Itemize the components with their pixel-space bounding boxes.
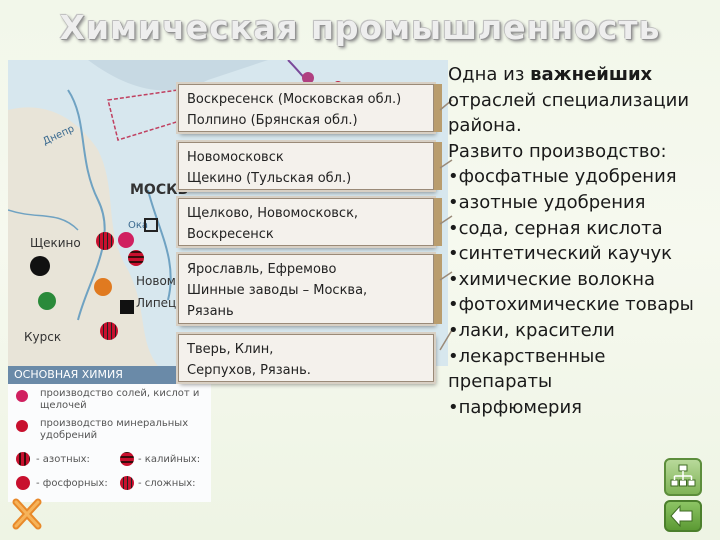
info-box-4-line-2: Шинные заводы – Москва, <box>187 283 368 298</box>
sitemap-icon <box>670 464 696 487</box>
info-box-2[interactable]: Новомосковск Щекино (Тульская обл.) <box>178 142 434 190</box>
info-box-4[interactable]: Ярославль, Ефремово Шинные заводы – Моск… <box>178 254 434 324</box>
info-box-2-line-2: Щекино (Тульская обл.) <box>187 171 352 186</box>
map-label-kursk: Курск <box>24 330 62 344</box>
info-box-1-line-2: Полпино (Брянская обл.) <box>187 113 358 128</box>
connector-2 <box>434 142 442 190</box>
legend-nitrogen-dot <box>16 452 30 466</box>
product-item: •сода, серная кислота <box>448 217 663 239</box>
page-title: Химическая промышленность <box>59 8 661 47</box>
info-box-5[interactable]: Тверь, Клин, Серпухов, Рязань. <box>178 334 434 382</box>
product-item: •лекарственные <box>448 345 606 367</box>
intro-line-3: района. <box>448 115 522 137</box>
info-box-3-line-2: Воскресенск <box>187 227 274 242</box>
product-item: •парфюмерия <box>448 396 582 418</box>
info-box-3-line-1: Щелково, Новомосковск, <box>187 206 359 221</box>
map-symbol-potash <box>128 250 144 266</box>
legend-phosphate-dot <box>16 476 30 490</box>
product-item: •лаки, красители <box>448 319 615 341</box>
map-label-moscow: МОСКВ <box>130 182 189 198</box>
close-icon[interactable] <box>12 498 42 530</box>
connector-4 <box>434 254 442 324</box>
intro-bold: важнейших <box>530 64 653 85</box>
connector-1 <box>434 84 442 132</box>
legend-salt-label: производство солей, кислот и щелочей <box>40 388 200 411</box>
product-item: препараты <box>448 371 553 393</box>
legend-potash-dot <box>120 452 134 466</box>
product-item: •азотные удобрения <box>448 191 646 213</box>
info-box-5-line-2: Серпухов, Рязань. <box>187 363 311 378</box>
product-item: •химические волокна <box>448 268 656 290</box>
map-symbol-grid <box>100 322 118 340</box>
connector-lines <box>439 99 453 351</box>
map-symbol-orange <box>94 278 112 296</box>
intro-line-1: Одна из важнейших <box>448 62 714 88</box>
legend-nitrogen-label: - азотных: <box>36 454 90 465</box>
map-label-shchekino: Щекино <box>30 236 81 250</box>
connector-3 <box>434 198 442 246</box>
map-square-outline <box>144 218 158 232</box>
legend-mineral-label: производство минеральных удобрений <box>40 418 189 441</box>
legend-complex-dot <box>120 476 134 490</box>
map-label-lipetsk: Липец <box>136 296 177 310</box>
map-legend: ОСНОВНАЯ ХИМИЯ производство солей, кисло… <box>8 366 211 502</box>
info-box-4-line-1: Ярославль, Ефремово <box>187 262 337 277</box>
developed-heading: Развито производство: <box>448 140 667 162</box>
specialization-text: Одна из важнейших отраслей специализации… <box>448 62 714 420</box>
product-item: •фосфатные удобрения <box>448 166 677 188</box>
legend-salt-dot <box>16 390 28 402</box>
map-label-oka: Ока <box>128 220 149 231</box>
info-box-1[interactable]: Воскресенск (Московская обл.) Полпино (Б… <box>178 84 434 132</box>
back-arrow-icon <box>670 504 693 528</box>
map-symbol-green <box>38 292 56 310</box>
intro-pre: Одна из <box>448 64 531 85</box>
product-item: •синтетический каучук <box>448 243 673 265</box>
info-box-3[interactable]: Щелково, Новомосковск, Воскресенск <box>178 198 434 246</box>
product-item: •фотохимические товары <box>448 294 694 316</box>
info-box-4-line-3: Рязань <box>187 304 234 319</box>
home-sitemap-button[interactable] <box>664 458 702 496</box>
info-box-2-line-1: Новомосковск <box>187 150 284 165</box>
legend-header: ОСНОВНАЯ ХИМИЯ <box>8 366 211 384</box>
map-square-filled <box>120 300 134 314</box>
intro-line-2: отраслей специализации <box>448 89 690 111</box>
legend-potash-label: - калийных: <box>138 454 201 465</box>
legend-phosphate-label: - фосфорных: <box>36 478 108 489</box>
map-symbol-complex <box>96 232 114 250</box>
map-symbol-salt <box>118 232 134 248</box>
info-box-5-line-1: Тверь, Клин, <box>187 342 274 357</box>
back-button[interactable] <box>664 500 702 532</box>
legend-mineral-dot <box>16 420 28 432</box>
info-box-1-line-1: Воскресенск (Московская обл.) <box>187 92 402 107</box>
map-symbol-black <box>30 256 50 276</box>
legend-complex-label: - сложных: <box>138 478 196 489</box>
map-label-novomosk: Новомос <box>136 274 190 288</box>
